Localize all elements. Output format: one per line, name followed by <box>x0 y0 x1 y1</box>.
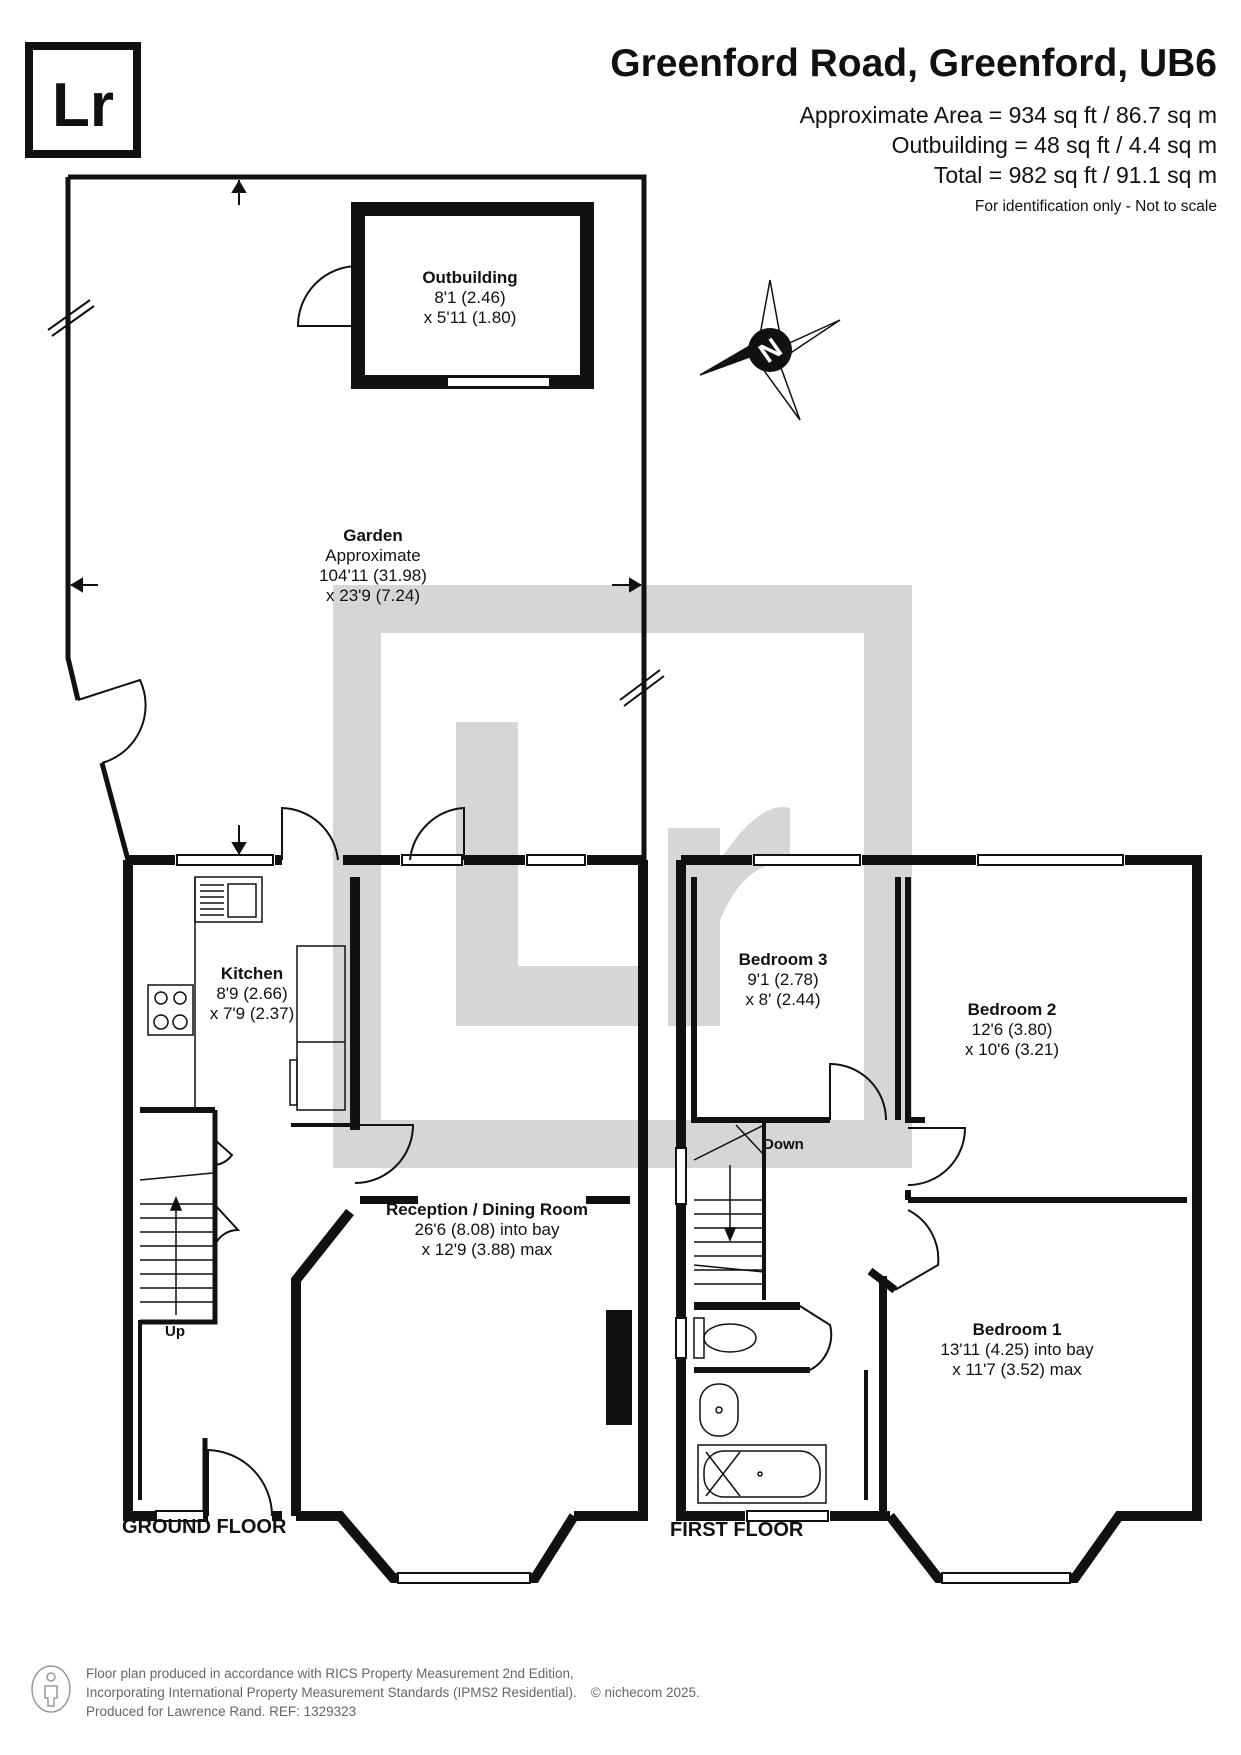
room-name: Bedroom 1 <box>972 1320 1062 1339</box>
first-floor-label: FIRST FLOOR <box>670 1519 804 1541</box>
ground-floor-label: GROUND FLOOR <box>122 1516 287 1538</box>
room-name: Outbuilding <box>422 268 518 287</box>
room-dim: x 5'11 (1.80) <box>423 308 517 327</box>
windows <box>155 376 1124 1584</box>
dimension-arrows <box>47 180 665 855</box>
room-dim: 26'6 (8.08) into bay <box>414 1220 560 1239</box>
room-bedroom-3: Bedroom 3 9'1 (2.78) x 8' (2.44) <box>739 950 828 1010</box>
room-dim: 13'11 (4.25) into bay <box>940 1340 1094 1359</box>
kitchen-fittings <box>147 876 346 1111</box>
doors <box>77 265 967 1517</box>
bath-icon <box>697 1444 827 1504</box>
room-dim: x 11'7 (3.52) max <box>952 1360 1082 1379</box>
area-approximate: Approximate Area = 934 sq ft / 86.7 sq m <box>799 102 1217 128</box>
room-bedroom-1: Bedroom 1 13'11 (4.25) into bay x 11'7 (… <box>940 1320 1093 1380</box>
footer-line-1: Floor plan produced in accordance with R… <box>86 1666 574 1681</box>
room-dim: Approximate <box>325 546 421 565</box>
logo-text: Lr <box>52 71 114 140</box>
toilet-icon <box>703 1323 757 1353</box>
room-bedroom-2: Bedroom 2 12'6 (3.80) x 10'6 (3.21) <box>965 1000 1059 1060</box>
room-name: Reception / Dining Room <box>385 1200 589 1219</box>
compass-icon: N <box>699 279 841 421</box>
stairs-up <box>139 1172 214 1315</box>
room-reception: Reception / Dining Room 26'6 (8.08) into… <box>386 1200 588 1260</box>
identification-note: For identification only - Not to scale <box>974 198 1217 215</box>
lr-logo: Lr <box>25 42 141 158</box>
area-total: Total = 982 sq ft / 91.1 sq m <box>933 162 1217 188</box>
room-dim: 9'1 (2.78) <box>747 970 819 989</box>
room-dim: x 7'9 (2.37) <box>209 1004 295 1023</box>
room-kitchen: Kitchen 8'9 (2.66) x 7'9 (2.37) <box>210 964 295 1024</box>
footer-line-3: Produced for Lawrence Rand. REF: 1329323 <box>86 1704 357 1719</box>
room-name: Bedroom 2 <box>967 1000 1057 1019</box>
stairs-down <box>693 1124 765 1285</box>
area-outbuilding: Outbuilding = 48 sq ft / 4.4 sq m <box>891 132 1217 158</box>
stairs-down-label: Down <box>763 1136 804 1153</box>
room-outbuilding: Outbuilding 8'1 (2.46) x 5'11 (1.80) <box>422 268 517 328</box>
hob-icon <box>147 984 194 1036</box>
stairs-up-label: Up <box>165 1323 185 1340</box>
chimney-breast <box>606 1310 632 1425</box>
footer-text: Floor plan produced in accordance with R… <box>86 1664 700 1721</box>
room-name: Kitchen <box>220 964 284 983</box>
footer-copyright: © nichecom 2025. <box>590 1685 700 1700</box>
room-dim: x 8' (2.44) <box>745 990 821 1009</box>
person-icon <box>31 1665 71 1713</box>
room-name: Bedroom 3 <box>738 950 828 969</box>
room-dim: 12'6 (3.80) <box>971 1020 1053 1039</box>
washbasin-icon <box>699 1383 739 1437</box>
room-dim: x 12'9 (3.88) max <box>421 1240 553 1259</box>
room-dim: 8'9 (2.66) <box>216 984 288 1003</box>
page-title: Greenford Road, Greenford, UB6 <box>610 42 1217 85</box>
room-name: Garden <box>343 526 403 545</box>
watermark <box>333 585 912 1168</box>
room-dim: 104'11 (31.98) <box>319 566 427 585</box>
room-dim: 8'1 (2.46) <box>434 288 506 307</box>
bathroom-fittings <box>693 1317 827 1504</box>
area-summary: Approximate Area = 934 sq ft / 86.7 sq m… <box>800 100 1217 190</box>
footer-line-2: Incorporating International Property Mea… <box>86 1685 577 1700</box>
room-dim: x 10'6 (3.21) <box>965 1040 1059 1059</box>
room-garden: Garden Approximate 104'11 (31.98) x 23'9… <box>319 526 427 606</box>
room-dim: x 23'9 (7.24) <box>326 586 420 605</box>
